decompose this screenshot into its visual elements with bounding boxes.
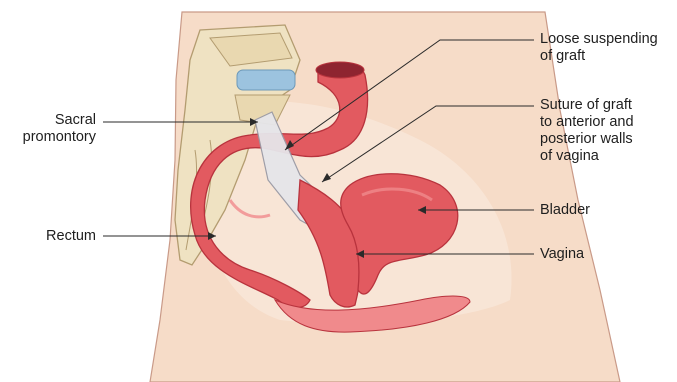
colon-opening xyxy=(316,62,364,78)
label-vagina: Vagina xyxy=(540,246,584,263)
label-suture-of-graft: Suture of graft to anterior and posterio… xyxy=(540,97,634,165)
label-loose-suspending: Loose suspending of graft xyxy=(540,31,658,65)
label-sacral-promontory: Sacral promontory xyxy=(4,112,96,146)
intervertebral-disc xyxy=(237,70,295,90)
label-rectum: Rectum xyxy=(4,228,96,245)
label-bladder: Bladder xyxy=(540,202,590,219)
